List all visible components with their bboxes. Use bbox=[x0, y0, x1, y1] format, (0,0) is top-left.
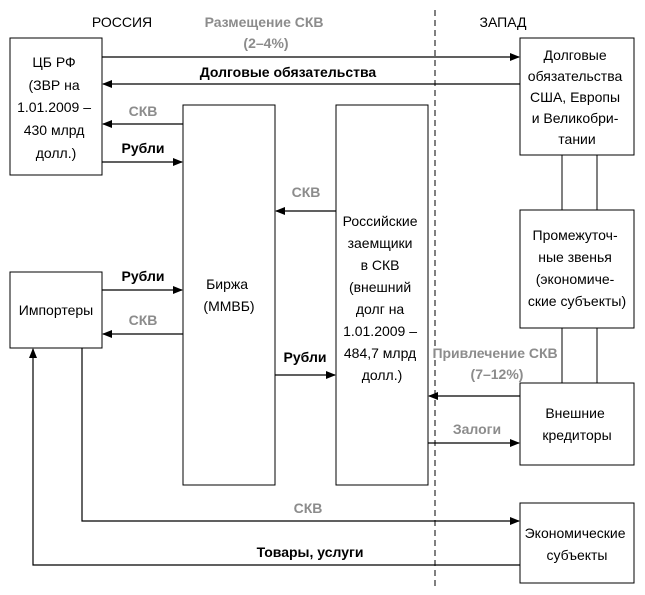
creditors-text: Внешние кредиторы bbox=[542, 405, 611, 443]
attraction-label: Привлечение СКВ (7–12%) bbox=[432, 345, 561, 382]
box-debt-obligations bbox=[519, 37, 635, 156]
box-importers bbox=[9, 271, 103, 349]
exchange-text: Биржа (ММВБ) bbox=[203, 276, 254, 314]
skv-importers-to-subjects-label: СКВ bbox=[294, 500, 323, 516]
rubles-exchange-to-borrowers-label: Рубли bbox=[284, 349, 327, 365]
cb-rf-text: ЦБ РФ (ЗВР на 1.01.2009 – 430 млрд долл.… bbox=[17, 54, 95, 161]
skv-borrowers-to-exchange-label: СКВ bbox=[292, 184, 321, 200]
importers-text: Импортеры bbox=[19, 302, 93, 318]
skv-exchange-to-importers-label: СКВ bbox=[129, 312, 158, 328]
box-economic-subjects bbox=[519, 502, 635, 584]
skv-exchange-to-cb-label: СКВ bbox=[129, 103, 158, 119]
placement-label: Размещение СКВ (2–4%) bbox=[205, 14, 328, 51]
borrowers-text: Российские заемщики в СКВ (внешний долг … bbox=[343, 213, 422, 383]
economic-subjects-text: Экономические субъекты bbox=[525, 525, 630, 563]
region-west-label: ЗАПАД bbox=[480, 14, 528, 30]
debt-return-label: Долговые обязательства bbox=[200, 64, 377, 80]
arrow-skv-importers-to-subjects bbox=[81, 348, 520, 525]
box-cb-rf bbox=[9, 37, 103, 176]
pledges-label: Залоги bbox=[453, 421, 501, 437]
rubles-importers-to-exchange-label: Рубли bbox=[122, 268, 165, 284]
goods-services-label: Товары, услуги bbox=[257, 544, 364, 560]
region-russia-label: РОССИЯ bbox=[92, 14, 152, 30]
intermediaries-text: Промежуточ- ные звенья (экономиче- ские … bbox=[528, 227, 626, 309]
box-exchange bbox=[182, 104, 276, 486]
box-intermediaries bbox=[519, 209, 635, 329]
box-borrowers bbox=[335, 104, 429, 486]
rubles-cb-to-exchange-label: Рубли bbox=[122, 140, 165, 156]
debt-obligations-text: Долговые обязательства США, Европы и Вел… bbox=[528, 47, 626, 147]
arrow-goods-services bbox=[29, 348, 520, 566]
box-creditors bbox=[519, 382, 635, 466]
